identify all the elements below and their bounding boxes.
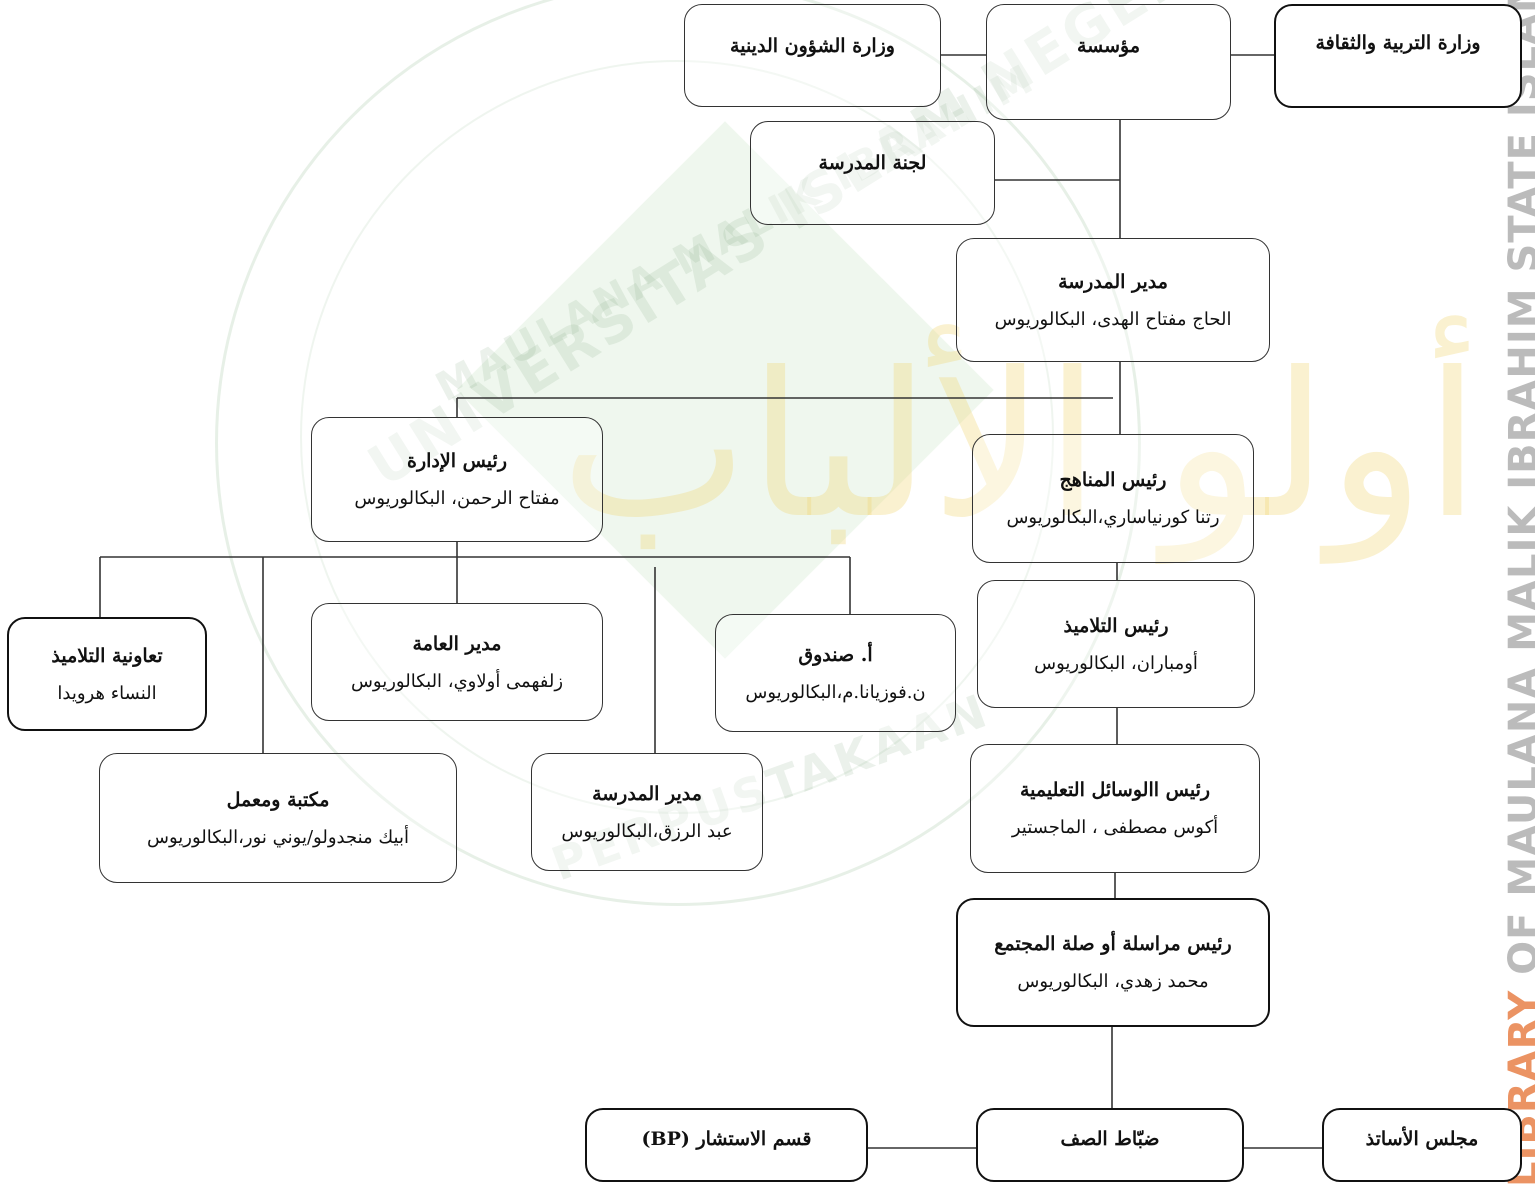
node-title: قسم الاستشار (BP) — [641, 1128, 812, 1150]
node-counseling: قسم الاستشار (BP) — [585, 1108, 868, 1182]
watermark-calligraphy: أولو الألباب — [560, 330, 1481, 563]
node-library-lab: مكتبة ومعمل أبيك منجدولو/يوني نور،البكال… — [99, 753, 457, 883]
node-class-officers: ضبّاط الصف — [976, 1108, 1244, 1182]
node-title: مدير المدرسة — [1058, 270, 1168, 293]
node-name: أكوس مصطفى ، الماجستير — [1011, 817, 1219, 838]
node-name: ن.فوزيانا.م،البكالوريوس — [745, 681, 926, 703]
node-head-curriculum: رئيس المناهج رتنا كورنياساري،البكالوريوس — [972, 434, 1254, 563]
node-name: زلفهمى أولاوي، البكالوريوس — [350, 670, 564, 692]
node-title: ضبّاط الصف — [1060, 1128, 1160, 1150]
node-head-media: رئيس االوسائل التعليمية أكوس مصطفى ، الم… — [970, 744, 1260, 873]
node-title: أ. صندوق — [798, 643, 873, 666]
node-student-coop: تعاونية التلاميذ النساء هرويدا — [7, 617, 207, 731]
node-title: تعاونية التلاميذ — [51, 644, 163, 667]
watermark-ring — [215, 0, 1141, 906]
node-title: مكتبة ومعمل — [226, 788, 330, 811]
node-title: مدير المدرسة — [592, 782, 702, 805]
node-title: رئيس مراسلة أو صلة المجتمع — [994, 933, 1232, 955]
node-name: أبيك منجدولو/يوني نور،البكالوريوس — [147, 826, 409, 848]
node-head-students: رئيس التلاميذ أومباران، البكالوريوس — [977, 580, 1255, 708]
node-ministry-religious: وزارة الشؤون الدينية — [684, 4, 941, 107]
node-general-manager: مدير العامة زلفهمى أولاوي، البكالوريوس — [311, 603, 603, 721]
node-title: لجنة المدرسة — [818, 152, 927, 174]
node-foundation: مؤسسة — [986, 4, 1231, 120]
node-title: مدير العامة — [412, 632, 502, 655]
node-title: رئيس االوسائل التعليمية — [1019, 779, 1211, 801]
node-title: رئيس المناهج — [1059, 469, 1167, 491]
node-title: رئيس التلاميذ — [1063, 614, 1169, 637]
node-title: مؤسسة — [1076, 35, 1141, 57]
node-title: رئيس الإدارة — [406, 450, 508, 472]
node-title: وزارة التربية والثقافة — [1315, 32, 1481, 54]
node-name: النساء هرويدا — [57, 682, 157, 704]
node-school-committee: لجنة المدرسة — [750, 121, 995, 225]
node-name: أومباران، البكالوريوس — [1034, 652, 1198, 674]
node-principal: مدير المدرسة الحاج مفتاح الهدى، البكالور… — [956, 238, 1270, 362]
node-name: رتنا كورنياساري،البكالوريوس — [1006, 507, 1220, 528]
node-head-community: رئيس مراسلة أو صلة المجتمع محمد زهدي، ال… — [956, 898, 1270, 1027]
node-title: وزارة الشؤون الدينية — [730, 35, 895, 57]
node-name: الحاج مفتاح الهدى، البكالوريوس — [994, 308, 1232, 330]
node-head-admin: رئيس الإدارة مفتاح الرحمن، البكالوريوس — [311, 417, 603, 542]
node-title: مجلس الأساتذ — [1365, 1128, 1479, 1150]
node-name: عبد الرزق،البكالوريوس — [561, 820, 733, 842]
watermark-inner-ring — [300, 60, 1054, 814]
node-name: مفتاح الرحمن، البكالوريوس — [354, 488, 560, 509]
node-teachers-council: مجلس الأساتذ — [1322, 1108, 1522, 1182]
node-ministry-education: وزارة التربية والثقافة — [1274, 4, 1522, 108]
node-school-manager: مدير المدرسة عبد الرزق،البكالوريوس — [531, 753, 763, 871]
node-treasurer: أ. صندوق ن.فوزيانا.م،البكالوريوس — [715, 614, 956, 732]
node-name: محمد زهدي، البكالوريوس — [1017, 971, 1209, 992]
